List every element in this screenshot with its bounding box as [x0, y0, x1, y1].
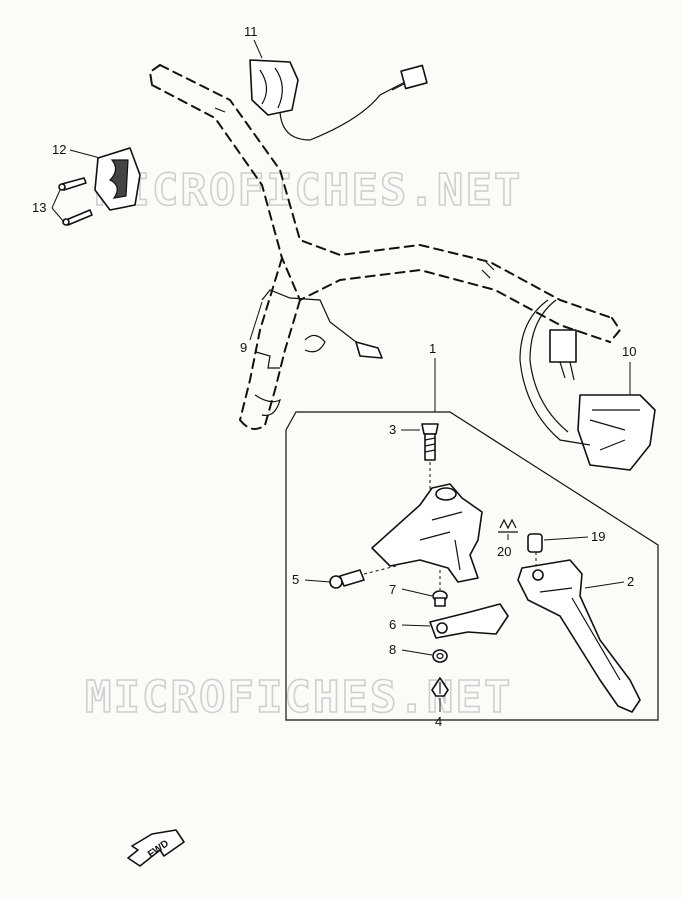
callout-4: 4 — [435, 714, 442, 729]
handlebar-outline — [148, 64, 622, 430]
callout-5: 5 — [292, 572, 299, 587]
assembly-boundary — [285, 411, 659, 721]
part-4-clip — [431, 677, 449, 697]
callout-7: 7 — [389, 582, 396, 597]
part-12-housing — [94, 147, 141, 211]
callout-13: 13 — [32, 200, 46, 215]
callout-1: 1 — [429, 341, 436, 356]
part-19-pin — [527, 533, 543, 572]
part-7-nut — [432, 570, 448, 607]
callout-20: 20 — [497, 544, 511, 559]
callout-6: 6 — [389, 617, 396, 632]
callout-2: 2 — [627, 574, 634, 589]
part-20-spring — [498, 518, 518, 533]
watermark-bottom: MICROFICHES.NET — [85, 672, 512, 723]
part-2-lever — [517, 559, 641, 713]
callout-19: 19 — [591, 529, 605, 544]
part-9-bracket — [254, 289, 383, 417]
part-1-bracket — [371, 483, 483, 583]
callout-12: 12 — [52, 142, 66, 157]
part-11-switch — [249, 59, 428, 141]
part-10-switch — [519, 299, 656, 471]
part-13-screws — [58, 177, 93, 226]
callout-leaders — [51, 39, 631, 712]
part-5-screw — [329, 565, 397, 589]
callout-3: 3 — [389, 422, 396, 437]
part-6-arm — [429, 603, 509, 639]
part-8-bushing — [432, 649, 448, 663]
callout-9: 9 — [240, 340, 247, 355]
fwd-arrow-icon: FWD — [127, 829, 185, 867]
callout-11: 11 — [244, 24, 258, 39]
callout-8: 8 — [389, 642, 396, 657]
callout-10: 10 — [622, 344, 636, 359]
watermark-top: MICROFICHES.NET — [95, 165, 522, 216]
